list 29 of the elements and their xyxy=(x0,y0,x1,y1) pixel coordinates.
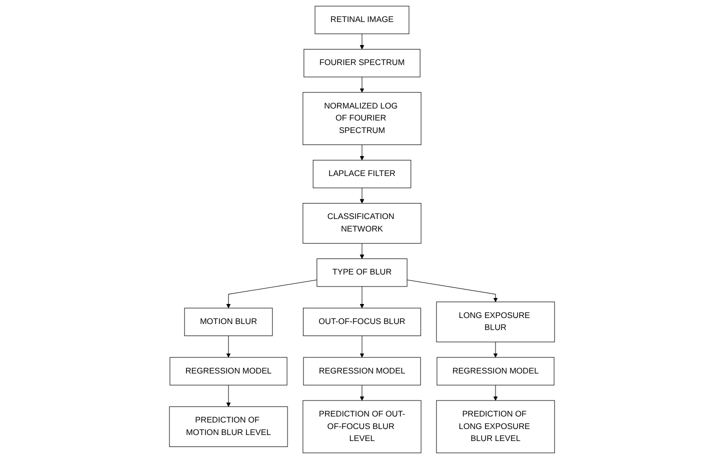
node-box: RETINAL IMAGE xyxy=(314,6,410,34)
arrow xyxy=(360,336,364,358)
arrow xyxy=(226,336,231,358)
node-box: REGRESSION MODEL xyxy=(170,357,288,386)
node-box: FOURIER SPECTRUM xyxy=(304,48,420,78)
arrow xyxy=(360,34,364,50)
node-box: NORMALIZED LOG OF FOURIER SPECTRUM xyxy=(302,92,422,146)
node-box: PREDICTION OF OUT-OF-FOCUS BLUR LEVEL xyxy=(302,400,422,454)
arrow xyxy=(360,384,364,401)
arrow xyxy=(360,188,364,204)
arrow xyxy=(360,144,364,160)
arrow xyxy=(493,384,498,401)
node-box: CLASSIFICATION NETWORK xyxy=(302,203,422,244)
node-box: PREDICTION OF MOTION BLUR LEVEL xyxy=(169,406,288,447)
node-box: MOTION BLUR xyxy=(184,308,273,336)
arrow xyxy=(226,280,318,308)
arrow xyxy=(360,286,364,308)
arrow xyxy=(360,243,364,259)
node-box: LAPLACE FILTER xyxy=(312,160,412,188)
node-box: REGRESSION MODEL xyxy=(303,357,421,386)
arrow xyxy=(493,342,498,358)
arrow xyxy=(360,76,364,93)
node-box: PREDICTION OF LONG EXPOSURE BLUR LEVEL xyxy=(436,400,555,454)
node-box: REGRESSION MODEL xyxy=(436,357,554,386)
arrow xyxy=(226,384,231,407)
arrow xyxy=(406,280,498,302)
node-box: TYPE OF BLUR xyxy=(316,258,408,287)
node-box: LONG EXPOSURE BLUR xyxy=(436,302,555,342)
node-box: OUT-OF-FOCUS BLUR xyxy=(302,308,422,336)
